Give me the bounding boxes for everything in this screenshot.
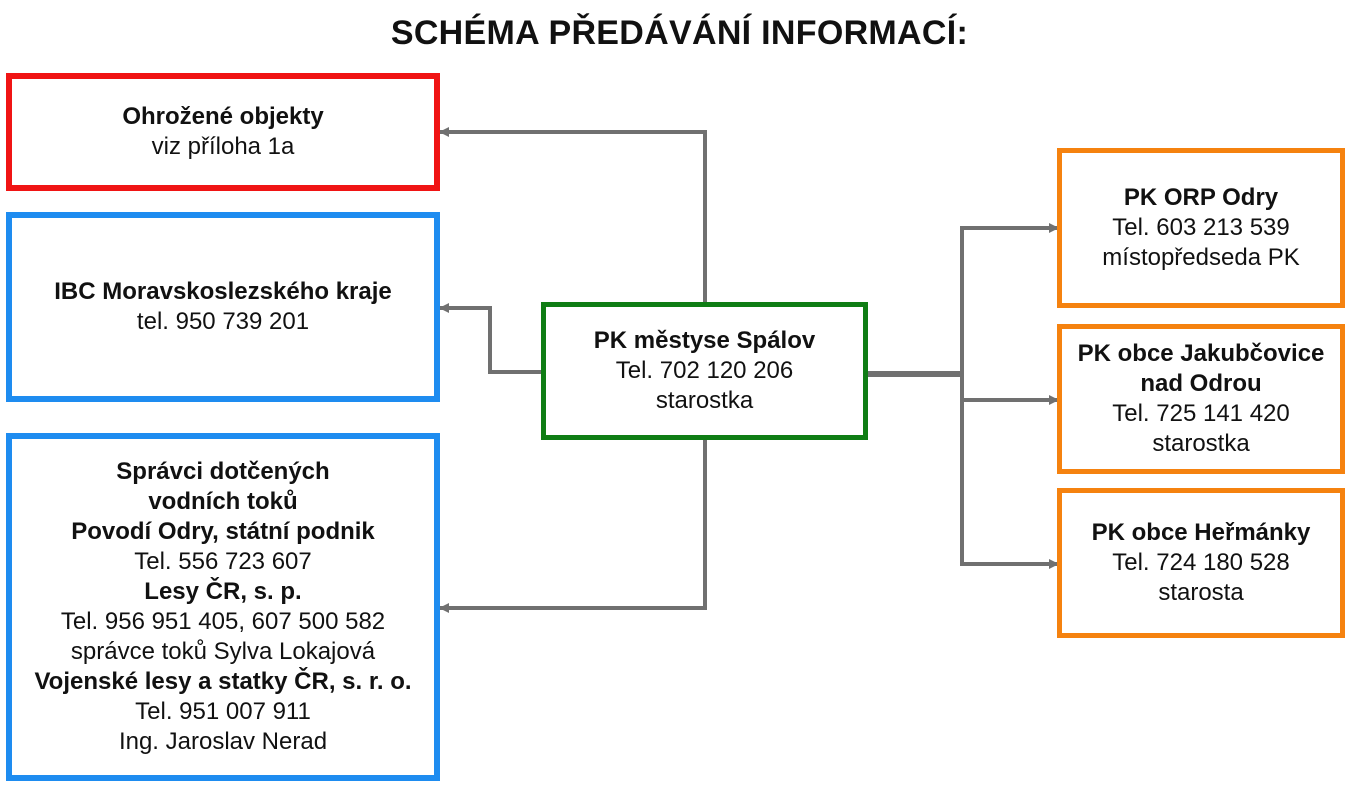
connector-threatened (439, 127, 707, 302)
connector-jakubcovice (960, 374, 1059, 405)
connector-hermanky (960, 400, 1059, 569)
orp-odry-title: PK ORP Odry (1123, 184, 1279, 211)
jakubcovice-box: PK obce Jakubčovice nad Odrou Tel. 725 1… (1057, 324, 1345, 474)
connector-water (439, 440, 707, 613)
povodi-odry-name: Povodí Odry, státní podnik (71, 518, 375, 545)
povodi-odry-phone: Tel. 556 723 607 (134, 548, 312, 575)
hermanky-phone: Tel. 724 180 528 (1112, 549, 1290, 576)
center-box: PK městyse Spálov Tel. 702 120 206 staro… (541, 302, 868, 440)
jakubcovice-title-2: nad Odrou (1140, 370, 1262, 397)
connector-orp (960, 223, 1059, 374)
ibc-phone: tel. 950 739 201 (136, 308, 310, 335)
orp-odry-phone: Tel. 603 213 539 (1112, 214, 1290, 241)
threatened-objects-title: Ohrožené objekty (122, 103, 324, 130)
ibc-box: IBC Moravskoslezského kraje tel. 950 739… (6, 212, 440, 402)
threatened-objects-note: viz příloha 1a (151, 133, 295, 160)
lesy-cr-phone: Tel. 956 951 405, 607 500 582 (60, 608, 386, 635)
jakubcovice-title-1: PK obce Jakubčovice (1077, 340, 1325, 367)
orp-odry-role: místopředseda PK (1102, 244, 1300, 271)
jakubcovice-role: starostka (1152, 430, 1250, 457)
water-managers-heading-1: Správci dotčených (116, 458, 330, 485)
water-managers-box: Správci dotčených vodních toků Povodí Od… (6, 433, 440, 781)
hermanky-role: starosta (1158, 579, 1244, 606)
hermanky-box: PK obce Heřmánky Tel. 724 180 528 staros… (1057, 488, 1345, 638)
vojenske-lesy-phone: Tel. 951 007 911 (135, 698, 311, 725)
vojenske-lesy-name: Vojenské lesy a statky ČR, s. r. o. (34, 668, 412, 695)
connector-ibc (439, 303, 543, 374)
center-phone: Tel. 702 120 206 (615, 357, 794, 384)
lesy-cr-contact: správce toků Sylva Lokajová (70, 638, 376, 665)
jakubcovice-phone: Tel. 725 141 420 (1112, 400, 1290, 427)
lesy-cr-name: Lesy ČR, s. p. (144, 578, 302, 605)
hermanky-title: PK obce Heřmánky (1091, 519, 1311, 546)
vojenske-lesy-contact: Ing. Jaroslav Nerad (118, 728, 328, 755)
center-role: starostka (655, 387, 754, 414)
center-title: PK městyse Spálov (593, 327, 816, 354)
page-title: SCHÉMA PŘEDÁVÁNÍ INFORMACÍ: (390, 14, 969, 52)
ibc-title: IBC Moravskoslezského kraje (54, 278, 392, 305)
threatened-objects-box: Ohrožené objekty viz příloha 1a (6, 73, 440, 191)
water-managers-heading-2: vodních toků (148, 488, 298, 515)
orp-odry-box: PK ORP Odry Tel. 603 213 539 místopředse… (1057, 148, 1345, 308)
